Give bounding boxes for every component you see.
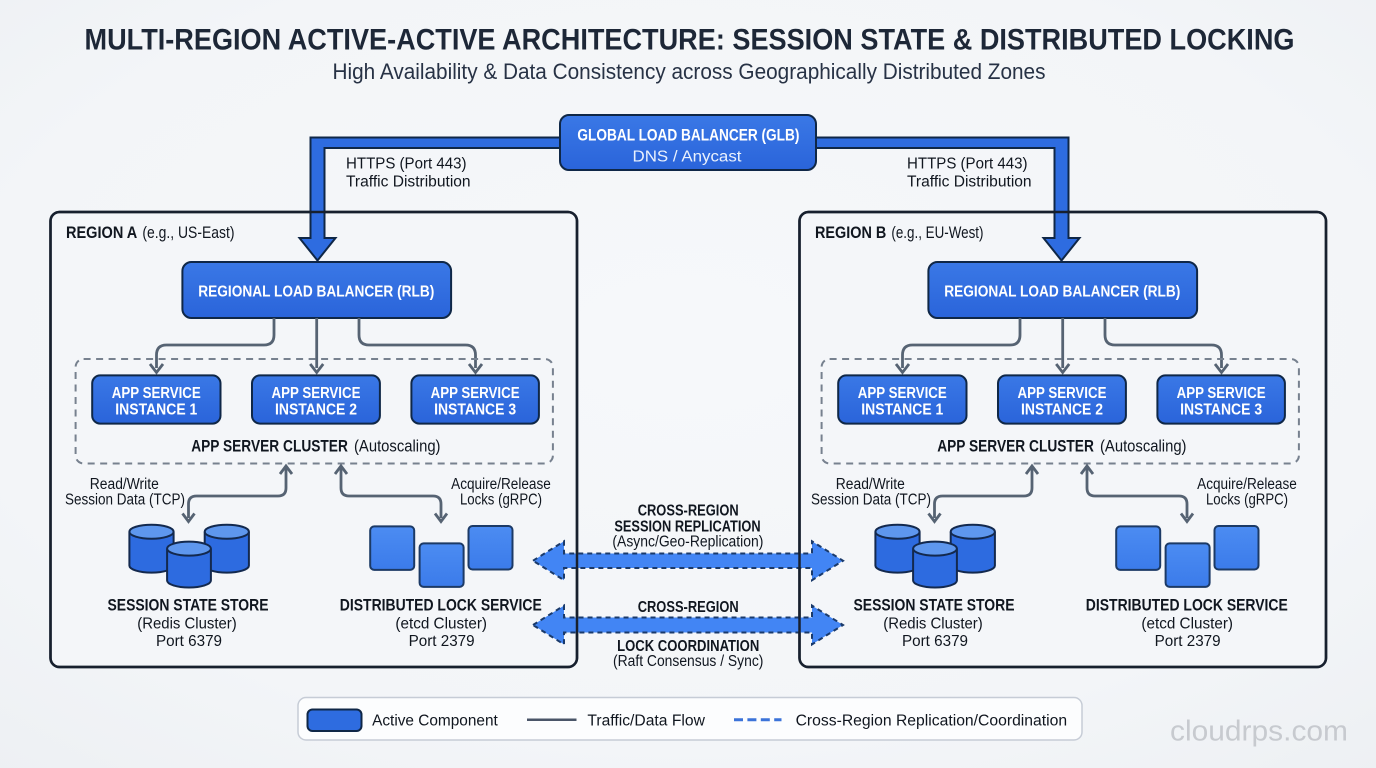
svg-text:Traffic Distribution: Traffic Distribution	[907, 174, 1032, 191]
svg-text:APP SERVICE: APP SERVICE	[112, 385, 201, 402]
svg-text:HTTPS (Port 443): HTTPS (Port 443)	[907, 155, 1028, 172]
svg-text:SESSION STATE STORE: SESSION STATE STORE	[108, 596, 269, 614]
svg-text:REGIONAL LOAD BALANCER (RLB): REGIONAL LOAD BALANCER (RLB)	[198, 284, 434, 301]
svg-text:DISTRIBUTED LOCK SERVICE: DISTRIBUTED LOCK SERVICE	[340, 596, 542, 614]
svg-text:Session Data (TCP): Session Data (TCP)	[65, 492, 185, 509]
svg-text:Port 2379: Port 2379	[409, 633, 475, 650]
svg-text:REGION B: REGION B	[815, 224, 886, 242]
svg-text:Read/Write: Read/Write	[90, 476, 159, 493]
svg-text:SESSION REPLICATION: SESSION REPLICATION	[614, 518, 760, 535]
svg-text:Active Component: Active Component	[372, 712, 498, 729]
svg-text:INSTANCE 1: INSTANCE 1	[115, 402, 197, 419]
svg-text:Traffic Distribution: Traffic Distribution	[346, 174, 471, 191]
svg-text:Locks (gRPC): Locks (gRPC)	[460, 492, 542, 509]
svg-text:MULTI-REGION ACTIVE-ACTIVE ARC: MULTI-REGION ACTIVE-ACTIVE ARCHITECTURE:…	[85, 23, 1295, 56]
svg-text:(Autoscaling): (Autoscaling)	[354, 437, 441, 455]
svg-text:(e.g., EU-West): (e.g., EU-West)	[891, 224, 983, 242]
svg-text:(Raft Consensus / Sync): (Raft Consensus / Sync)	[613, 653, 763, 670]
svg-text:APP SERVER CLUSTER: APP SERVER CLUSTER	[191, 437, 348, 455]
svg-text:CROSS-REGION: CROSS-REGION	[638, 599, 739, 616]
svg-text:Cross-Region Replication/Coord: Cross-Region Replication/Coordination	[796, 712, 1068, 729]
svg-text:GLOBAL LOAD BALANCER (GLB): GLOBAL LOAD BALANCER (GLB)	[577, 126, 799, 145]
svg-text:APP SERVICE: APP SERVICE	[272, 385, 361, 402]
svg-text:High Availability & Data Consi: High Availability & Data Consistency acr…	[333, 59, 1046, 84]
svg-text:CROSS-REGION: CROSS-REGION	[638, 503, 739, 520]
svg-text:INSTANCE 2: INSTANCE 2	[275, 402, 357, 419]
svg-text:Port 6379: Port 6379	[156, 633, 222, 650]
svg-text:cloudrps.com: cloudrps.com	[1170, 716, 1348, 748]
svg-text:LOCK COORDINATION: LOCK COORDINATION	[617, 638, 759, 655]
svg-text:Acquire/Release: Acquire/Release	[451, 476, 551, 493]
svg-text:(e.g., US-East): (e.g., US-East)	[142, 224, 234, 242]
svg-text:REGION A: REGION A	[66, 224, 137, 242]
svg-text:(Redis Cluster): (Redis Cluster)	[137, 616, 237, 633]
svg-text:APP SERVICE: APP SERVICE	[431, 385, 520, 402]
svg-text:Traffic/Data Flow: Traffic/Data Flow	[587, 712, 705, 729]
svg-text:(etcd Cluster): (etcd Cluster)	[395, 616, 487, 633]
svg-text:INSTANCE 3: INSTANCE 3	[434, 402, 516, 419]
svg-text:(Async/Geo-Replication): (Async/Geo-Replication)	[612, 534, 763, 551]
svg-text:DNS / Anycast: DNS / Anycast	[633, 149, 743, 166]
svg-text:HTTPS (Port 443): HTTPS (Port 443)	[346, 155, 467, 172]
